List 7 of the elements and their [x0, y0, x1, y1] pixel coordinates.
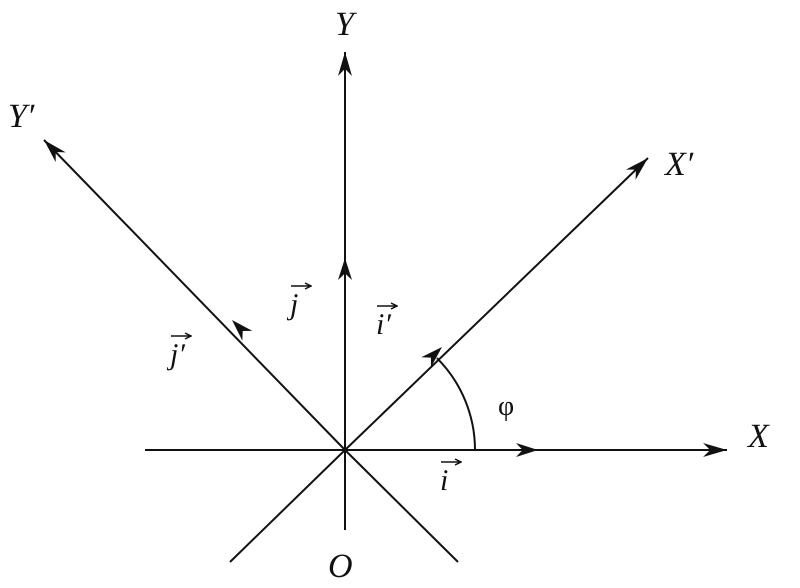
axis-label: X	[748, 420, 769, 454]
axis-label: X′	[665, 148, 694, 182]
vector-label: i	[440, 464, 448, 497]
angle-label: φ	[498, 393, 514, 421]
origin-label: O	[328, 550, 353, 584]
axis-label: Y′	[8, 100, 34, 134]
vector-label: i′	[376, 308, 391, 341]
